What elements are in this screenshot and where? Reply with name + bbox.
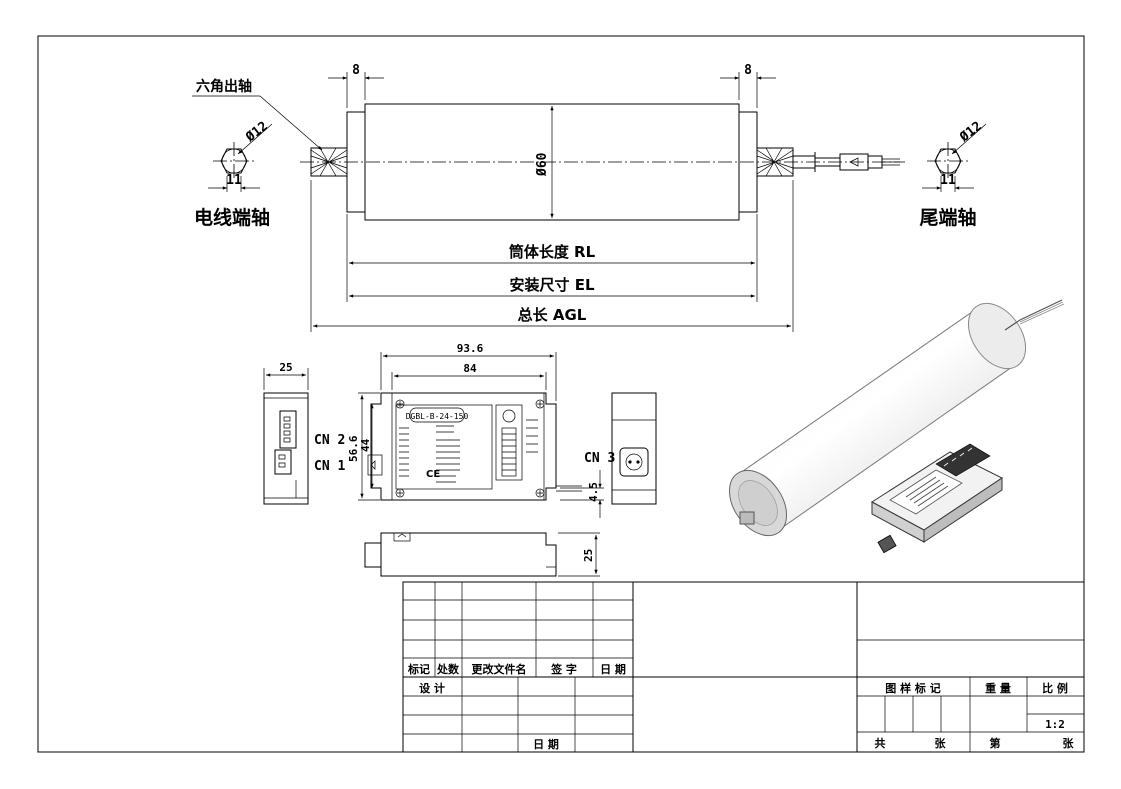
right-end-hex-size: 11 [940, 173, 956, 188]
driver-side-view-left: 25 CN 2 CN 1 [263, 361, 345, 505]
agl-dimension-label: 总长 AGL [518, 306, 587, 324]
rev-header-date: 日 期 [600, 662, 626, 676]
cn3-connector [619, 447, 649, 477]
dip-switch-block [495, 404, 523, 481]
ce-mark: CE [426, 469, 440, 480]
rev-header-sign: 签 字 [550, 662, 577, 676]
left-end-diameter: Ø12 [242, 119, 271, 146]
isometric-product-view [728, 299, 1065, 554]
left-end-name: 电线端轴 [194, 206, 270, 229]
pattern-mark-label: 图 样 标 记 [885, 681, 941, 695]
side-width-dimension: 25 [279, 361, 292, 374]
driver-bottom-view: 25 [364, 532, 600, 577]
right-end-diameter: Ø12 [956, 119, 985, 146]
left-end-detail: Ø12 11 电线端轴 [194, 119, 273, 229]
rev-header-file: 更改文件名 [472, 662, 527, 676]
cn2-label: CN 2 [314, 433, 345, 448]
rev-header-mark: 标记 [407, 662, 430, 676]
driver-height-inner: 44 [359, 438, 372, 452]
driver-width-inner: 84 [463, 362, 477, 375]
shaft-right-dimension: 8 [744, 63, 752, 78]
shaft-left-dimension: 8 [352, 63, 360, 78]
design-label: 设 计 [419, 681, 445, 695]
driver-model: DGBL-B-24-150 [406, 412, 469, 421]
total-sheets-unit: 张 [935, 736, 947, 750]
bottom-height-dimension: 25 [582, 549, 595, 562]
driver-side-view-right: CN 3 [584, 392, 657, 505]
cn3-label: CN 3 [584, 451, 615, 466]
roller-front-view: 8 8 Ø60 筒体长度 RL 安装尺寸 EL 总长 AGL 六角出轴 [192, 63, 905, 332]
sheet-number-label: 第 [990, 736, 1001, 750]
driver-width-outer: 93.6 [457, 342, 484, 355]
mount-gap-dimension: 4.5 [587, 482, 600, 502]
date-label: 日 期 [533, 737, 559, 751]
hex-shaft-label: 六角出轴 [196, 78, 252, 95]
rl-dimension-label: 筒体长度 RL [509, 243, 596, 261]
cn2-connector [279, 410, 297, 449]
title-block: 标记 处数 更改文件名 签 字 日 期 设 计 日 期 图 样 标 记 重 量 … [402, 581, 1085, 753]
rev-header-count: 处数 [436, 662, 460, 676]
tube-diameter: Ø60 [535, 152, 550, 177]
driver-height-outer: 56.6 [347, 435, 360, 462]
weight-label: 重 量 [985, 681, 1011, 695]
cn1-connector [274, 449, 292, 475]
right-end-detail: Ø12 11 尾端轴 [919, 119, 987, 229]
total-sheets-label: 共 [875, 736, 886, 750]
right-end-name: 尾端轴 [919, 206, 976, 229]
scale-value: 1:2 [1045, 718, 1065, 731]
cn1-label: CN 1 [314, 459, 345, 474]
scale-label: 比 例 [1042, 681, 1068, 695]
sheet-number-unit: 张 [1063, 736, 1075, 750]
driver-label-plate [395, 404, 493, 490]
driver-top-view: DGBL-B-24-150 CE 93.6 84 56.6 44 [347, 342, 604, 518]
left-end-hex-size: 11 [226, 173, 242, 188]
el-dimension-label: 安装尺寸 EL [509, 276, 594, 294]
